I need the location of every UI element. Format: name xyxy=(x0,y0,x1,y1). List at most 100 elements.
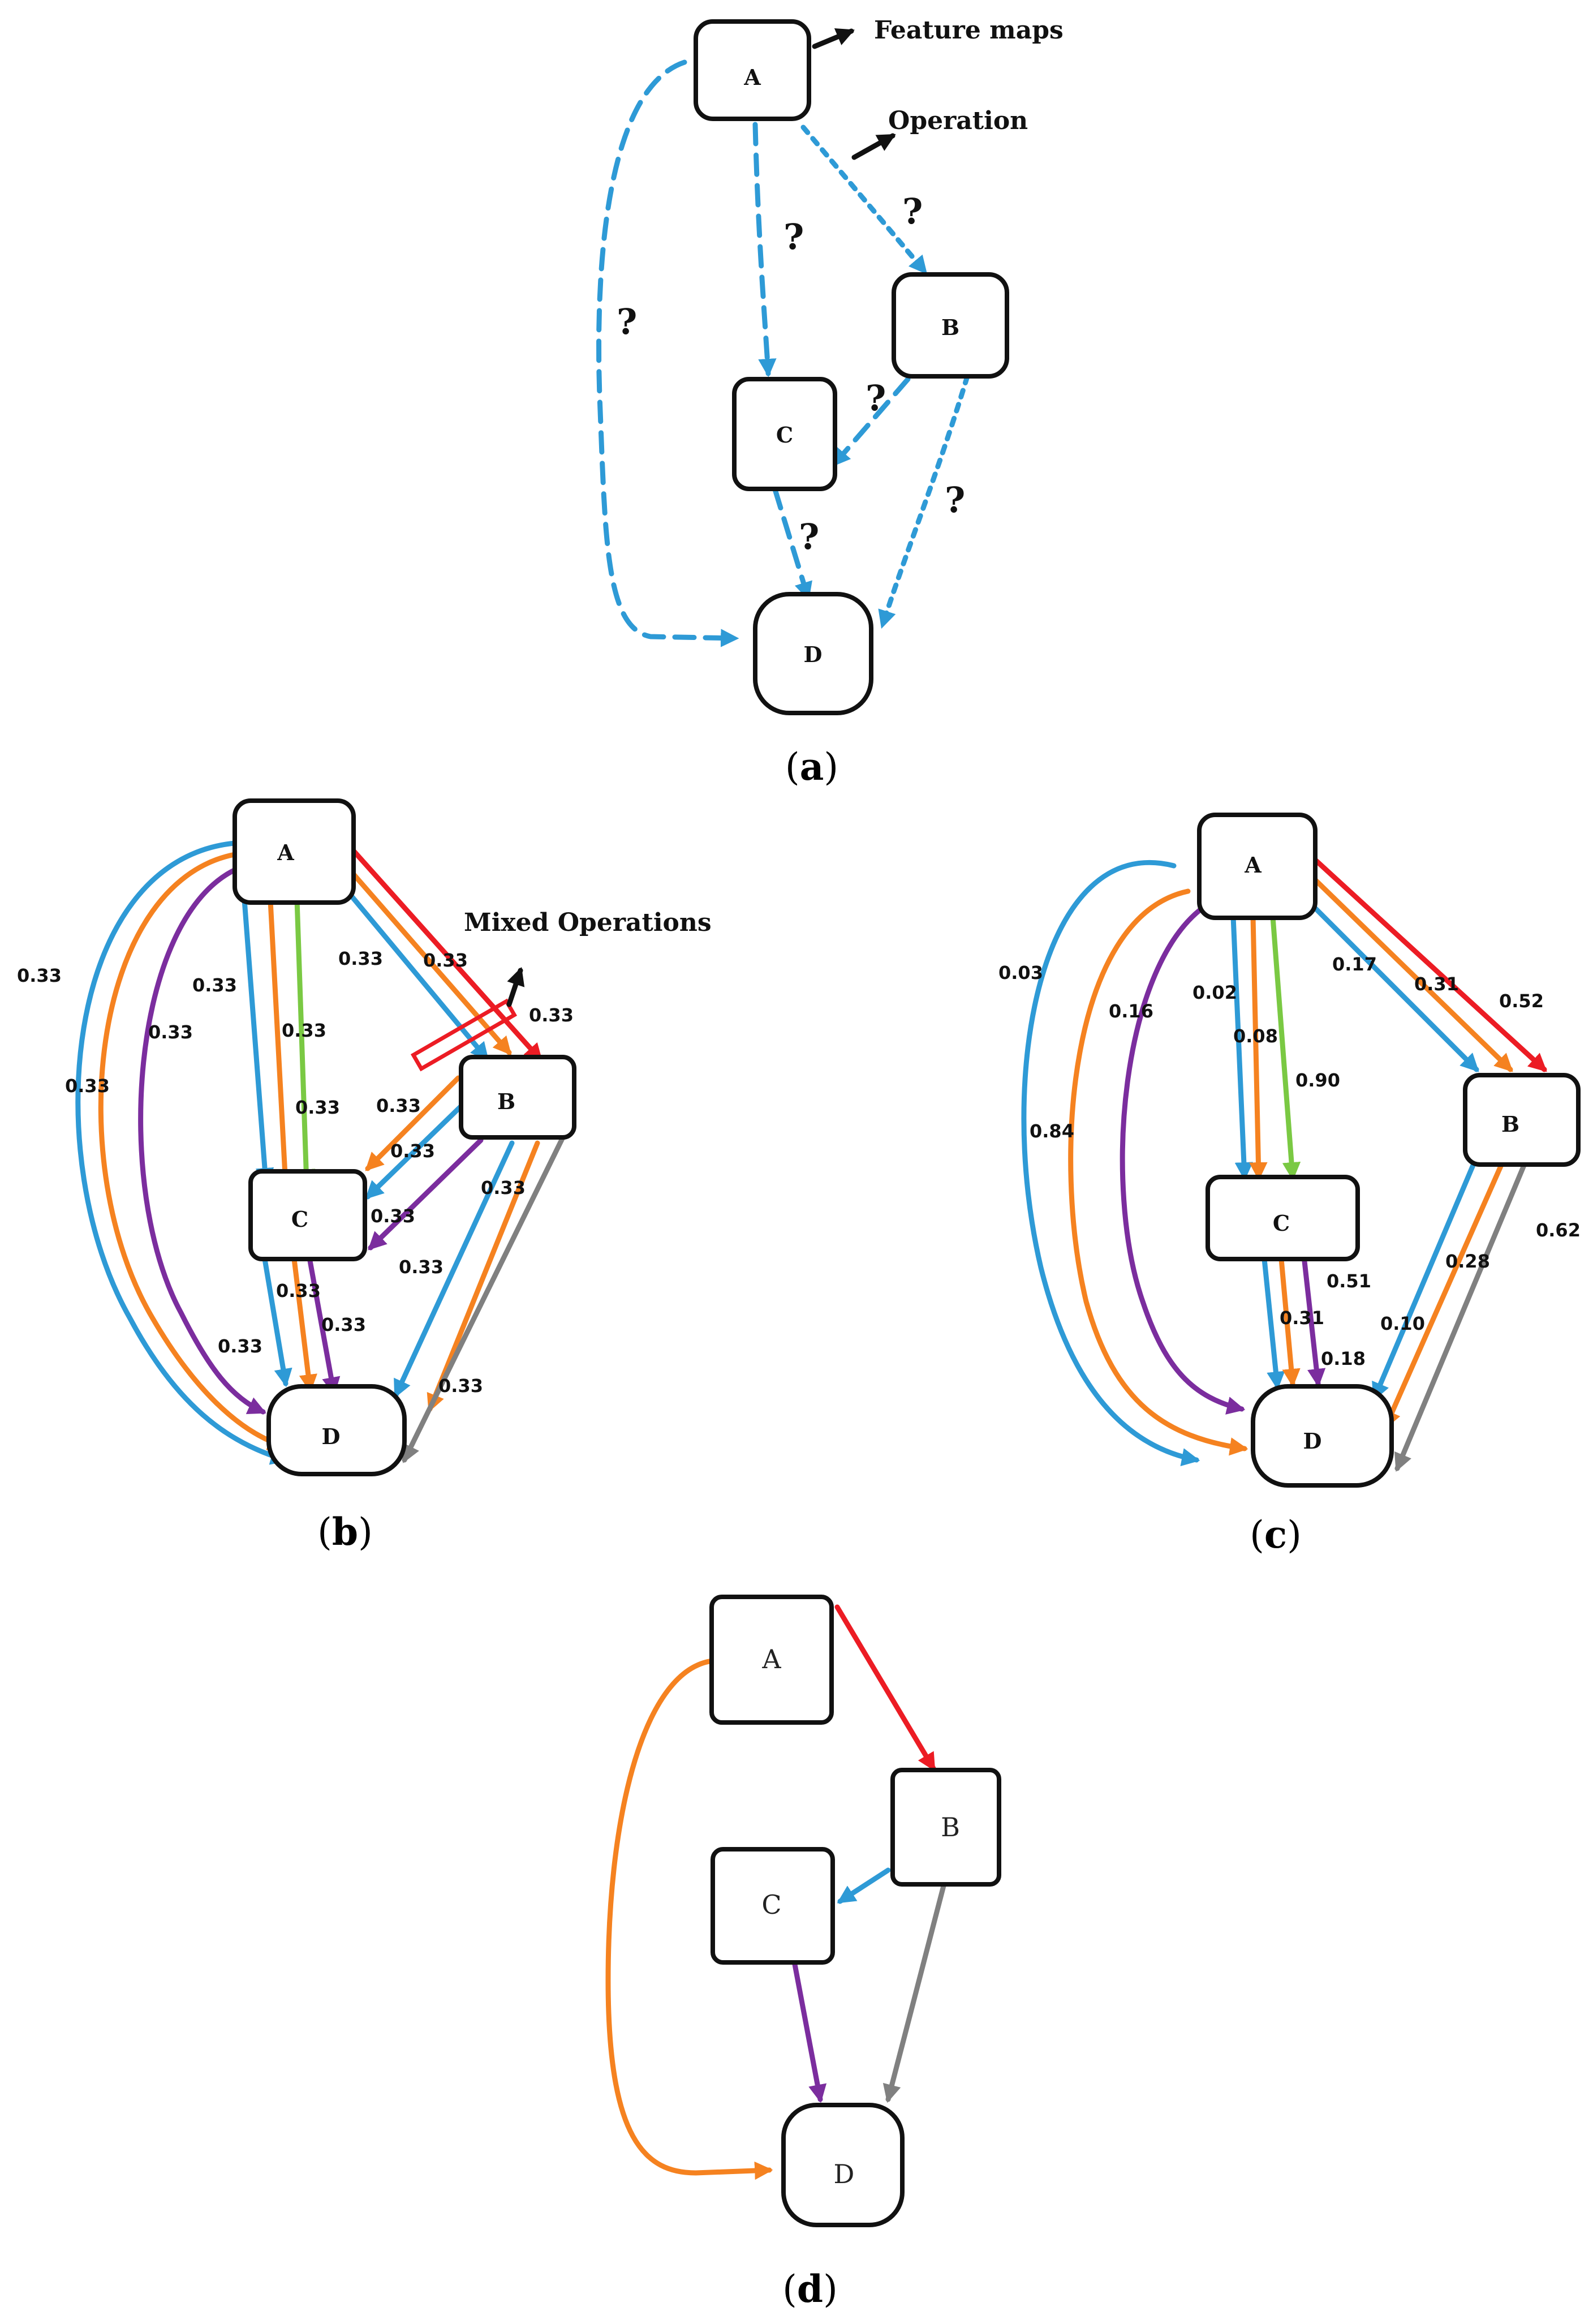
edge-c-ac-green xyxy=(1270,914,1301,1181)
edge-d-ad-orange xyxy=(605,1658,773,2180)
edge-b-bc-purple xyxy=(368,1137,484,1251)
weight-label-cd-purple: 0.51 xyxy=(1327,1270,1371,1292)
caption-c: (c) xyxy=(1250,1513,1302,1557)
edge-b-cd-orange xyxy=(291,1256,317,1393)
unknown-op-mark-ad: ? xyxy=(617,301,637,342)
caption-b: (b) xyxy=(317,1510,373,1554)
weight-label-bd-blue: 0.10 xyxy=(1380,1313,1425,1334)
mixed-operations-label: Mixed Operations xyxy=(464,908,712,937)
edge-d-bc-blue xyxy=(837,1867,891,1904)
svg-text:D: D xyxy=(804,642,823,667)
svg-text:A: A xyxy=(761,1644,781,1674)
weight-label-ac-orange: 0.08 xyxy=(1233,1025,1278,1047)
svg-text:B: B xyxy=(497,1089,515,1114)
node-c: C xyxy=(1205,1175,1360,1261)
weight-label: 0.33 xyxy=(148,1021,193,1043)
edge-b-ab-orange xyxy=(351,871,512,1055)
edge-b-cd-purple xyxy=(307,1258,341,1396)
edge-b-cd-blue xyxy=(262,1256,292,1387)
edge-a-to-c-dashed xyxy=(752,122,777,377)
edge-b-bd-gray xyxy=(402,1135,566,1463)
weight-label: 0.33 xyxy=(376,1095,421,1116)
weight-label: 0.33 xyxy=(276,1280,321,1301)
svg-text:A: A xyxy=(1244,852,1262,878)
edge-c-cd-blue xyxy=(1262,1256,1285,1390)
weight-label: 0.33 xyxy=(282,1020,326,1041)
weight-label-ab-red: 0.52 xyxy=(1499,990,1544,1012)
node-d: D xyxy=(781,2103,905,2227)
node-b: B xyxy=(892,272,1009,379)
unknown-op-mark-ac: ? xyxy=(783,216,804,257)
weight-label: 0.33 xyxy=(423,950,468,971)
weight-label-ad-blue: 0.03 xyxy=(998,962,1043,983)
panel-a: A B C D Feature maps Operation ? ? ? ? ?… xyxy=(596,16,1064,789)
edge-c-cd-orange xyxy=(1278,1256,1301,1387)
weight-label: 0.33 xyxy=(17,965,62,986)
edge-c-ad-orange xyxy=(1068,888,1248,1456)
edge-c-ac-blue xyxy=(1230,914,1254,1181)
edge-c-ac-orange xyxy=(1249,914,1268,1181)
node-a: A xyxy=(694,19,811,121)
edge-b-ab-blue xyxy=(342,886,489,1061)
weight-label: 0.33 xyxy=(321,1314,366,1335)
legend-feature-maps-label: Feature maps xyxy=(874,16,1064,45)
edge-b-bd-blue xyxy=(393,1140,515,1398)
edge-d-bd-gray xyxy=(882,1879,948,2103)
node-b: B xyxy=(1463,1073,1581,1167)
node-d: D xyxy=(753,592,873,715)
panel-d: A B C D (d) xyxy=(605,1595,1001,2311)
svg-text:B: B xyxy=(941,315,959,340)
svg-text:C: C xyxy=(1273,1210,1290,1236)
node-b: B xyxy=(459,1055,576,1140)
node-b: B xyxy=(890,1768,1001,1887)
unknown-op-mark-bc: ? xyxy=(866,377,886,419)
edge-b-ad-purple xyxy=(138,866,266,1415)
node-d: D xyxy=(1251,1384,1394,1488)
node-c: C xyxy=(711,1847,835,1965)
edge-c-bd-blue xyxy=(1372,1154,1479,1401)
edge-d-ab-red xyxy=(834,1604,936,1772)
edge-c-ad-purple xyxy=(1120,901,1246,1415)
edge-c-ab-red xyxy=(1310,854,1547,1072)
weight-label-ac-green: 0.90 xyxy=(1295,1069,1340,1091)
weight-label-bd-gray: 0.62 xyxy=(1536,1219,1581,1241)
weight-label: 0.33 xyxy=(295,1097,340,1118)
edge-b-ac-green xyxy=(294,897,316,1188)
svg-text:C: C xyxy=(761,1889,781,1920)
mixed-operations-arrow xyxy=(506,966,525,1007)
edge-c-ab-orange xyxy=(1312,877,1513,1072)
legend-feature-maps-arrow xyxy=(812,28,855,49)
caption-d: (d) xyxy=(782,2267,838,2311)
weight-label: 0.33 xyxy=(192,974,237,996)
svg-text:D: D xyxy=(834,2159,855,2189)
edge-b-ad-blue xyxy=(75,840,290,1465)
weight-label: 0.33 xyxy=(338,948,383,969)
weight-label: 0.33 xyxy=(438,1375,483,1397)
svg-text:D: D xyxy=(322,1424,341,1449)
edge-b-ac-blue xyxy=(242,897,274,1187)
node-a: A xyxy=(709,1595,834,1725)
edge-d-cd-purple xyxy=(789,1947,827,2103)
unknown-op-mark-bd: ? xyxy=(945,479,965,521)
svg-text:B: B xyxy=(941,1812,960,1842)
mixed-operations-box xyxy=(410,998,518,1072)
svg-text:C: C xyxy=(291,1206,308,1232)
edge-b-ac-orange xyxy=(268,898,294,1189)
weight-label-ac-blue: 0.02 xyxy=(1192,982,1237,1003)
edge-b-bd-orange xyxy=(427,1140,540,1413)
svg-text:B: B xyxy=(1501,1111,1519,1137)
panel-b: Mixed Operations A B C D 0.33 0.33 0.33 … xyxy=(17,798,712,1554)
unknown-op-mark-cd: ? xyxy=(799,516,819,557)
unknown-op-mark-ab: ? xyxy=(902,191,923,232)
edge-b-ad-orange xyxy=(98,852,287,1450)
node-a: A xyxy=(233,798,356,905)
weight-label: 0.33 xyxy=(481,1177,526,1198)
edge-c-ad-blue xyxy=(1021,860,1200,1467)
edge-a-to-d-dashed xyxy=(596,59,739,647)
svg-text:C: C xyxy=(776,422,793,448)
edge-c-to-d-dashed xyxy=(772,487,812,601)
caption-a: (a) xyxy=(785,745,838,789)
node-c: C xyxy=(732,377,837,491)
weight-label: 0.33 xyxy=(371,1205,415,1227)
